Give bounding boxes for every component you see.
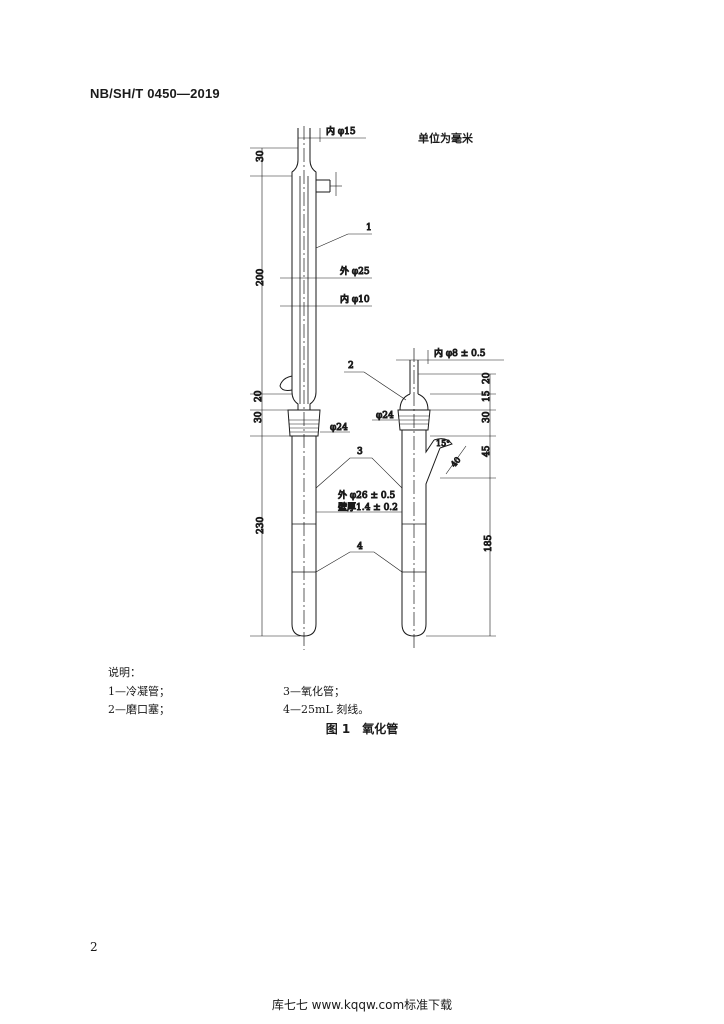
stopper-neck [409, 360, 419, 394]
dim-inner-10: 内 φ10 [340, 293, 370, 305]
right-oxidation-tube [401, 430, 441, 637]
dim-30-top: 30 [256, 150, 266, 162]
condenser-top-tube [291, 128, 317, 176]
dim-inner-8: 内 φ8 ± 0.5 [434, 347, 486, 359]
legend-item-4: 4—25mL 刻线。 [283, 703, 370, 716]
footer-watermark[interactable]: 库七七 www.kqqw.com标准下载 [271, 998, 453, 1012]
dim-15-right: 15 [482, 390, 492, 402]
page-number: 2 [90, 940, 98, 954]
dim-45-right: 45 [482, 445, 492, 457]
condenser-outlet-top [316, 179, 331, 193]
dim-30-right: 30 [482, 411, 492, 423]
dim-185-right: 185 [484, 535, 494, 552]
dim-230: 230 [256, 517, 266, 534]
legend-item-1: 1—冷凝管； [108, 685, 170, 698]
condenser-jacket [291, 176, 317, 410]
figure-title: 氧化管 [362, 722, 399, 736]
left-ground-joint [287, 409, 321, 437]
dim-outer-25: 外 φ25 [340, 265, 370, 277]
unit-note: 单位为毫米 [418, 132, 473, 145]
dim-wall: 壁厚1.4 ± 0.2 [338, 501, 398, 513]
left-oxidation-tube [291, 436, 317, 637]
dim-200: 200 [256, 269, 266, 286]
side-arm [433, 438, 453, 449]
dim-outer-26: 外 φ26 ± 0.5 [338, 489, 395, 501]
dim-24-left: φ24 [330, 423, 348, 433]
callout-4: 4 [357, 542, 363, 552]
right-ground-joint [397, 409, 431, 431]
standard-number: NB/SH/T 0450—2019 [90, 86, 220, 101]
figure-number: 图 1 [325, 722, 351, 736]
dim-inner-15: 内 φ15 [326, 125, 356, 137]
legend-item-2: 2—磨口塞； [108, 703, 170, 716]
callout-3: 3 [357, 447, 363, 457]
legend-title: 说明： [108, 666, 141, 679]
condenser-inlet-bottom [279, 375, 293, 391]
dim-angle-15: 15° [436, 439, 450, 448]
legend-item-3: 3—氧化管； [283, 685, 345, 698]
dim-20-left: 20 [254, 390, 264, 402]
figure-caption: 图 1 氧化管 [0, 720, 724, 737]
callout-2: 2 [348, 361, 354, 371]
callout-1: 1 [366, 223, 372, 233]
dim-20-right: 20 [482, 372, 492, 384]
dim-24-right: φ24 [376, 411, 394, 421]
dim-30-left: 30 [254, 411, 264, 423]
